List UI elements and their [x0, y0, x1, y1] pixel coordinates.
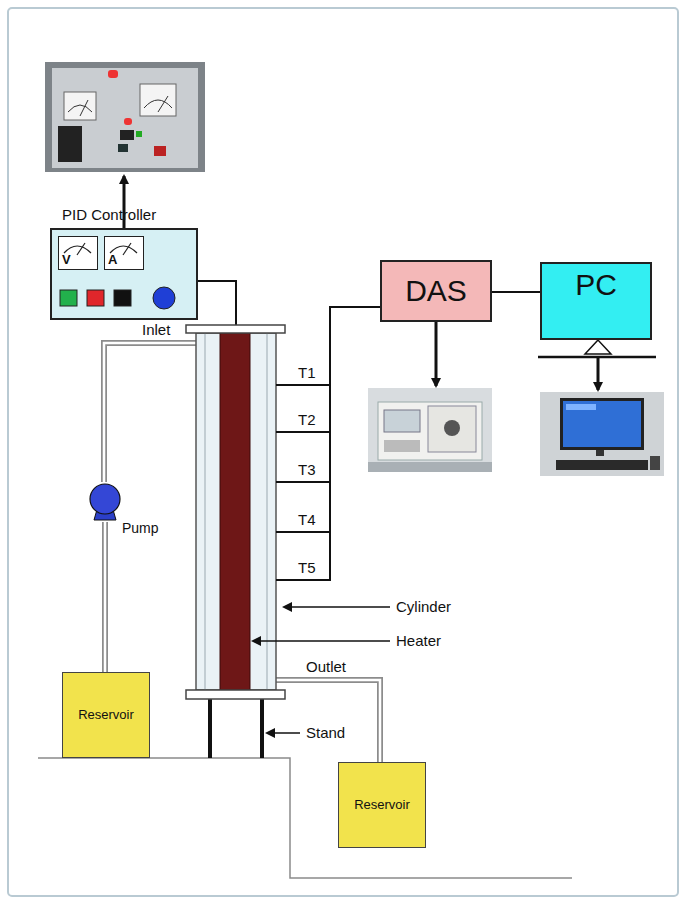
- frame: [8, 8, 678, 896]
- pipe-label: Outlet: [306, 658, 346, 675]
- sensor-label: T5: [298, 559, 316, 576]
- pc-monitor: PC: [540, 262, 652, 340]
- pump: Pump: [84, 482, 126, 522]
- node-text: V: [62, 253, 71, 268]
- node-text: Pump: [122, 520, 159, 536]
- node-text: Reservoir: [78, 708, 134, 723]
- controller-box: PID ControllerVA: [50, 228, 198, 320]
- part-label: Heater: [396, 632, 441, 649]
- part-label: Stand: [306, 724, 345, 741]
- ground-line: [38, 758, 572, 878]
- stand-leg: [260, 699, 264, 758]
- pipe-label: Inlet: [142, 321, 170, 338]
- node-text: Reservoir: [354, 798, 410, 813]
- das-photo: [368, 388, 492, 472]
- leader-arrow: [253, 640, 390, 642]
- leader-arrow: [267, 732, 300, 734]
- outlet-pipe: [276, 680, 380, 762]
- node-text: DAS: [405, 274, 467, 309]
- node-text: PC: [575, 268, 617, 303]
- arrow: [597, 358, 600, 390]
- inlet-pipe: [104, 343, 196, 482]
- signal-cable: [492, 292, 540, 293]
- sensor-label: T4: [298, 511, 316, 528]
- sensor-label: T1: [298, 364, 316, 381]
- cylinder-illustration: [186, 325, 285, 699]
- thermocouple-wires: [276, 307, 380, 581]
- power-wire: [198, 281, 236, 325]
- pc-photo: [540, 392, 664, 476]
- reservoir-box: Reservoir: [338, 762, 426, 848]
- reservoir-box: Reservoir: [62, 672, 150, 758]
- node-text: PID Controller: [62, 206, 156, 223]
- stand-leg: [208, 699, 212, 758]
- node-text: A: [108, 253, 117, 268]
- leader-arrow: [284, 606, 390, 608]
- pump-symbol: [84, 482, 126, 522]
- sensor-label: T3: [298, 461, 316, 478]
- voltmeter: V: [58, 236, 98, 270]
- ammeter: A: [104, 236, 144, 270]
- monitor-base: [538, 356, 656, 359]
- control-panel-photo: [45, 62, 205, 172]
- monitor-stand: [585, 340, 611, 354]
- arrow: [435, 322, 438, 386]
- part-label: Cylinder: [396, 598, 451, 615]
- sensor-label: T2: [298, 411, 316, 428]
- pipe: [105, 522, 106, 672]
- das-box: DAS: [380, 260, 492, 322]
